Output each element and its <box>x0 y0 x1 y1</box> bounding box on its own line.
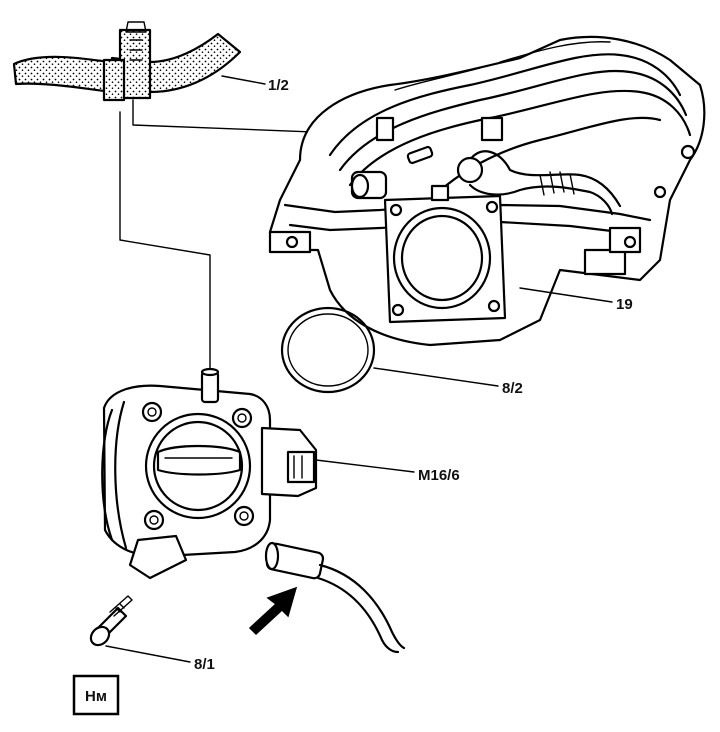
leader-seal-ring <box>373 367 499 387</box>
torque-badge-label: Нм <box>85 688 107 705</box>
callout-throttle-actuator: M16/6 <box>418 467 460 484</box>
leader-throttle-actuator <box>315 459 415 473</box>
throttle-actuator <box>101 367 318 580</box>
callout-bolt: 8/1 <box>194 656 215 673</box>
leader-bolt <box>105 645 191 663</box>
coolant-hose <box>12 21 242 102</box>
torque-badge: Нм <box>72 674 120 716</box>
callout-hose: 1/2 <box>268 77 289 94</box>
direction-arrow-icon <box>248 586 298 636</box>
callout-intake-manifold: 19 <box>616 296 633 313</box>
bolt <box>89 595 133 647</box>
callout-seal-ring: 8/2 <box>502 380 523 397</box>
connector-plug <box>264 541 406 654</box>
seal-ring <box>280 306 376 394</box>
leader-manifold <box>519 287 613 303</box>
intake-manifold <box>268 35 706 347</box>
